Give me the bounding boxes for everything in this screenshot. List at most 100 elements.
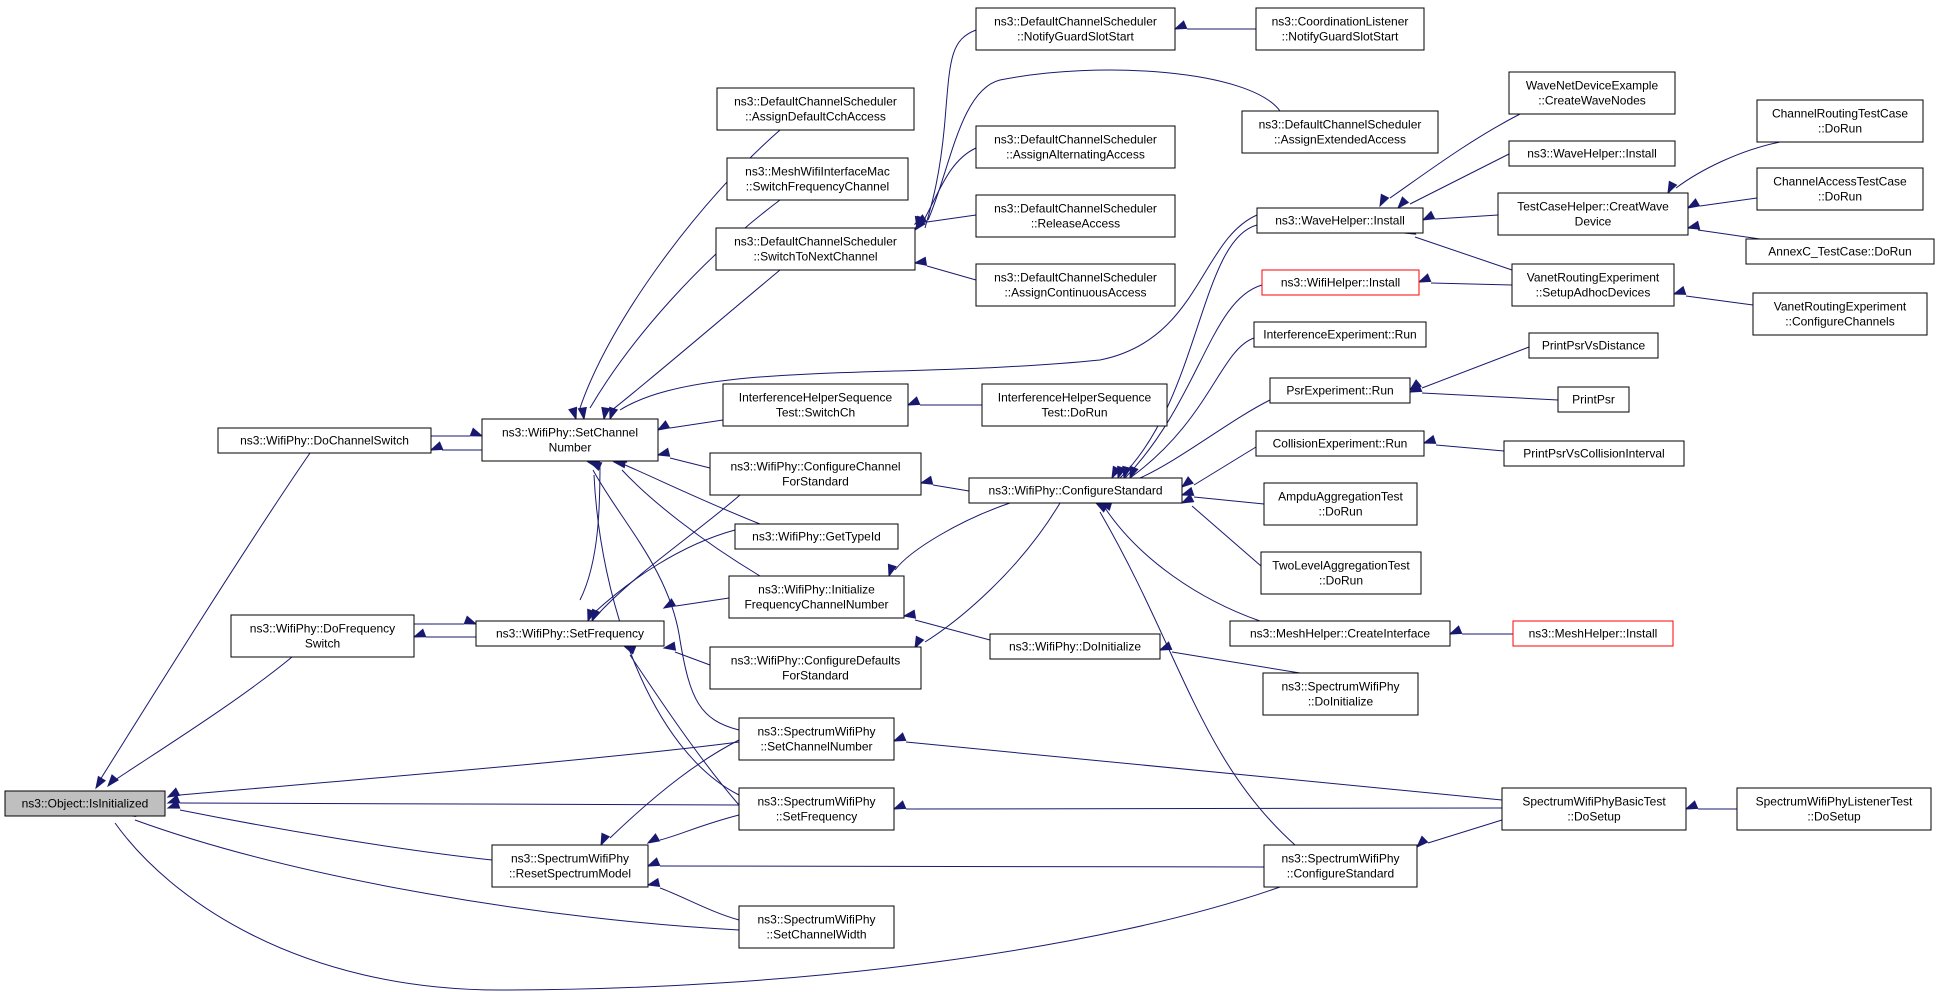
node-meshswitch[interactable]: ns3::MeshWifiInterfaceMac::SwitchFrequen… <box>726 157 909 201</box>
node-splistener[interactable]: SpectrumWifiPhyListenerTest::DoSetup <box>1736 787 1932 831</box>
node-ampdu[interactable]: AmpduAggregationTest::DoRun <box>1263 482 1418 526</box>
edge-line <box>179 802 740 806</box>
node-cfgstd[interactable]: ns3::WifiPhy::ConfigureStandard <box>968 477 1183 504</box>
node-spsetfreq[interactable]: ns3::SpectrumWifiPhy::SetFrequency <box>738 787 895 831</box>
arrowhead-icon <box>662 641 677 651</box>
edge-line <box>914 619 991 641</box>
node-label: ::DoRun <box>1818 190 1862 204</box>
edge-wavehelper2-to-wavehelper <box>1397 153 1510 210</box>
node-spcfgstd[interactable]: ns3::SpectrumWifiPhy::ConfigureStandard <box>1263 844 1418 888</box>
node-interfexp[interactable]: InterferenceExperiment::Run <box>1253 321 1427 348</box>
node-spdoinit[interactable]: ns3::SpectrumWifiPhy::DoInitialize <box>1262 672 1419 716</box>
node-meshinstall[interactable]: ns3::MeshHelper::Install <box>1512 620 1674 647</box>
node-wavenetdev[interactable]: WaveNetDeviceExample::CreateWaveNodes <box>1508 71 1676 115</box>
node-vanetcfg[interactable]: VanetRoutingExperiment::ConfigureChannel… <box>1752 292 1928 336</box>
edge-line <box>624 464 761 525</box>
node-dcsswitchnext[interactable]: ns3::DefaultChannelScheduler::SwitchToNe… <box>715 227 916 271</box>
arrowhead-icon <box>107 774 119 788</box>
node-coordnotify[interactable]: ns3::CoordinationListener::NotifyGuardSl… <box>1255 7 1425 51</box>
arrowhead-icon <box>588 461 603 471</box>
node-meshcreate[interactable]: ns3::MeshHelper::CreateInterface <box>1229 620 1451 647</box>
edge-dcsnotify-to-dcsswitchnext <box>914 29 977 232</box>
node-annexc[interactable]: AnnexC_TestCase::DoRun <box>1745 238 1935 265</box>
node-label: ForStandard <box>782 669 849 683</box>
node-wavehelper2[interactable]: ns3::WaveHelper::Install <box>1508 140 1676 167</box>
arrowhead-icon <box>600 832 611 847</box>
node-label: ns3::MeshHelper::Install <box>1529 627 1658 641</box>
node-chaccess[interactable]: ChannelAccessTestCase::DoRun <box>1756 167 1924 211</box>
edge-ihstswitch-to-setchn <box>656 419 724 431</box>
node-label: ns3::WifiPhy::SetFrequency <box>496 627 644 641</box>
edge-line <box>1119 224 1258 479</box>
node-box <box>1503 440 1685 467</box>
edge-dcsassignext-to-dcsswitchnext <box>917 69 1281 230</box>
node-label: ::DoSetup <box>1807 810 1861 824</box>
edge-line <box>1685 295 1754 306</box>
node-label: ns3::WifiPhy::ConfigureDefaults <box>731 654 900 668</box>
edge-line <box>659 814 740 841</box>
node-spbasic[interactable]: SpectrumWifiPhyBasicTest::DoSetup <box>1501 787 1687 831</box>
node-label: ns3::SpectrumWifiPhy <box>757 795 875 809</box>
edge-line <box>1193 446 1257 486</box>
node-printpsr[interactable]: PrintPsr <box>1557 386 1630 413</box>
arrowhead-icon <box>1122 465 1132 480</box>
node-twolevel[interactable]: TwoLevelAggregationTest::DoRun <box>1260 551 1422 595</box>
node-label: AmpduAggregationTest <box>1278 490 1403 504</box>
edge-line <box>669 457 711 469</box>
edge-line <box>579 461 601 601</box>
edge-spbasic-to-spcfgstd <box>1415 819 1503 849</box>
node-dcsassigncch[interactable]: ns3::DefaultChannelScheduler::AssignDefa… <box>716 87 915 131</box>
edge-spdoinit-to-doinit <box>1158 641 1301 674</box>
node-wavehelper[interactable]: ns3::WaveHelper::Install <box>1256 207 1424 234</box>
node-label: ns3::DefaultChannelScheduler <box>1259 118 1422 132</box>
node-gettypeid[interactable]: ns3::WifiPhy::GetTypeId <box>734 523 899 550</box>
node-setchn[interactable]: ns3::WifiPhy::SetChannelNumber <box>481 418 659 462</box>
node-wifihelper[interactable]: ns3::WifiHelper::Install <box>1261 269 1420 296</box>
node-printpsrcoll[interactable]: PrintPsrVsCollisionInterval <box>1503 440 1685 467</box>
node-cfgdefstd[interactable]: ns3::WifiPhy::ConfigureDefaultsForStanda… <box>709 646 922 690</box>
arrowhead-icon <box>914 635 925 650</box>
node-label: CollisionExperiment::Run <box>1273 437 1408 451</box>
node-vanetsetup[interactable]: VanetRoutingExperiment::SetupAdhocDevice… <box>1511 263 1675 307</box>
edge-ampdu-to-cfgstd <box>1180 486 1265 505</box>
node-dcsnotify[interactable]: ns3::DefaultChannelScheduler::NotifyGuar… <box>975 7 1176 51</box>
edge-line <box>924 147 977 219</box>
node-isinit[interactable]: ns3::Object::IsInitialized <box>4 790 166 817</box>
node-label: ns3::WifiPhy::DoChannelSwitch <box>240 434 409 448</box>
node-dcsassignext[interactable]: ns3::DefaultChannelScheduler::AssignExte… <box>1241 110 1439 154</box>
node-label: ::NotifyGuardSlotStart <box>1282 30 1399 44</box>
edge-line <box>1129 337 1255 479</box>
node-dcsrelease[interactable]: ns3::DefaultChannelScheduler::ReleaseAcc… <box>975 194 1176 238</box>
node-label: InterferenceExperiment::Run <box>1263 328 1416 342</box>
node-spsetchn[interactable]: ns3::SpectrumWifiPhy::SetChannelNumber <box>738 717 895 761</box>
node-spsetchw[interactable]: ns3::SpectrumWifiPhy::SetChannelWidth <box>738 905 895 949</box>
node-box <box>481 418 659 462</box>
arrowhead-icon <box>1408 383 1423 393</box>
node-doinit[interactable]: ns3::WifiPhy::DoInitialize <box>989 633 1161 660</box>
arrowhead-icon <box>568 406 578 421</box>
node-label: SpectrumWifiPhyListenerTest <box>1756 795 1913 809</box>
edge-line <box>629 654 740 806</box>
node-setfreq[interactable]: ns3::WifiPhy::SetFrequency <box>475 620 665 647</box>
node-box <box>968 477 1183 504</box>
arrowhead-icon <box>892 800 907 810</box>
node-spresetsm[interactable]: ns3::SpectrumWifiPhy::ResetSpectrumModel <box>491 844 649 888</box>
node-box <box>1501 787 1687 831</box>
node-dcsassigncont[interactable]: ns3::DefaultChannelScheduler::AssignCont… <box>975 263 1176 307</box>
node-cfgchanstd[interactable]: ns3::WifiPhy::ConfigureChannelForStandar… <box>709 452 922 496</box>
node-collexp[interactable]: CollisionExperiment::Run <box>1255 430 1425 457</box>
edge-line <box>134 819 740 931</box>
node-dochsw[interactable]: ns3::WifiPhy::DoChannelSwitch <box>217 427 432 454</box>
node-initfreqch[interactable]: ns3::WifiPhy::InitializeFrequencyChannel… <box>728 575 905 619</box>
node-label: ns3::DefaultChannelScheduler <box>994 202 1157 216</box>
edge-vanetsetup-to-wifihelper <box>1417 273 1513 286</box>
node-dcsassignalt[interactable]: ns3::DefaultChannelScheduler::AssignAlte… <box>975 125 1176 169</box>
node-box <box>491 844 649 888</box>
node-chrouting[interactable]: ChannelRoutingTestCase::DoRun <box>1756 99 1924 143</box>
node-psrexp[interactable]: PsrExperiment::Run <box>1269 377 1411 404</box>
node-printpsrdist[interactable]: PrintPsrVsDistance <box>1528 332 1659 359</box>
